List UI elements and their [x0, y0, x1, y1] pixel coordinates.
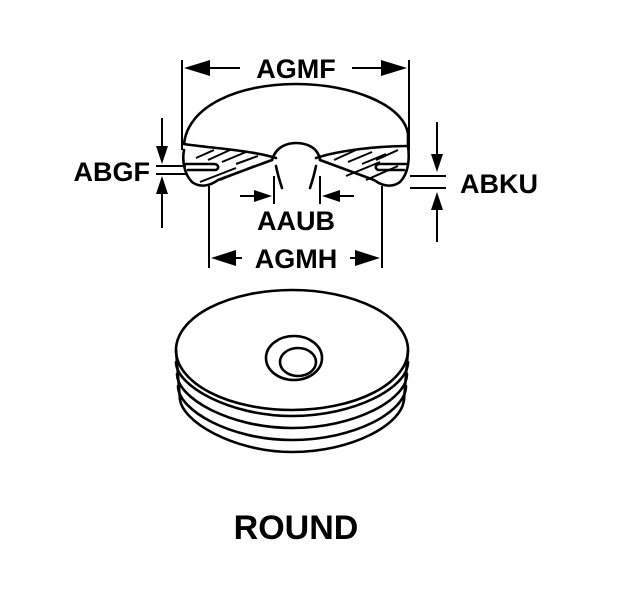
- aaub-arrow-right: [322, 190, 340, 202]
- aaub-label: AAUB: [257, 206, 335, 236]
- rib-1: [174, 360, 410, 418]
- left-section-hatch: [195, 149, 259, 183]
- agmf-label: AGMF: [256, 54, 335, 84]
- abku-arrow-bottom: [431, 192, 443, 210]
- top-face: [174, 288, 410, 412]
- agmh-label: AGMH: [255, 244, 338, 274]
- shape-caption: ROUND: [234, 509, 359, 547]
- center-hole-inner: [278, 346, 318, 378]
- rib-bottom: [178, 396, 406, 454]
- abku-arrow-top: [431, 154, 443, 172]
- agmh-arrow-left: [211, 250, 236, 266]
- agmf-arrow-left: [184, 60, 210, 76]
- abgf-arrow-bottom: [156, 176, 168, 194]
- rib-3: [176, 384, 408, 442]
- aaub-arrow-left: [254, 190, 272, 202]
- agmh-arrow-right: [355, 250, 380, 266]
- abku-label: ABKU: [460, 169, 538, 199]
- rib-2: [175, 372, 409, 430]
- abgf-label: ABGF: [74, 157, 151, 187]
- isometric-view: [174, 288, 410, 454]
- left-groove: [184, 162, 220, 172]
- dome-top-outline: [182, 82, 410, 148]
- right-groove: [374, 162, 408, 172]
- abgf-arrow-top: [156, 146, 168, 164]
- right-flange: [318, 144, 411, 187]
- agmf-arrow-right: [381, 60, 407, 76]
- left-flange: [181, 148, 274, 187]
- dome-lower-right: [314, 144, 410, 160]
- cross-section-view: AGMF: [74, 54, 539, 274]
- dome-lower-left: [182, 142, 278, 160]
- right-section-hatch: [333, 149, 399, 181]
- center-boss-inner: [274, 164, 318, 190]
- center-boss: [270, 141, 322, 162]
- center-hole-outer: [264, 334, 324, 382]
